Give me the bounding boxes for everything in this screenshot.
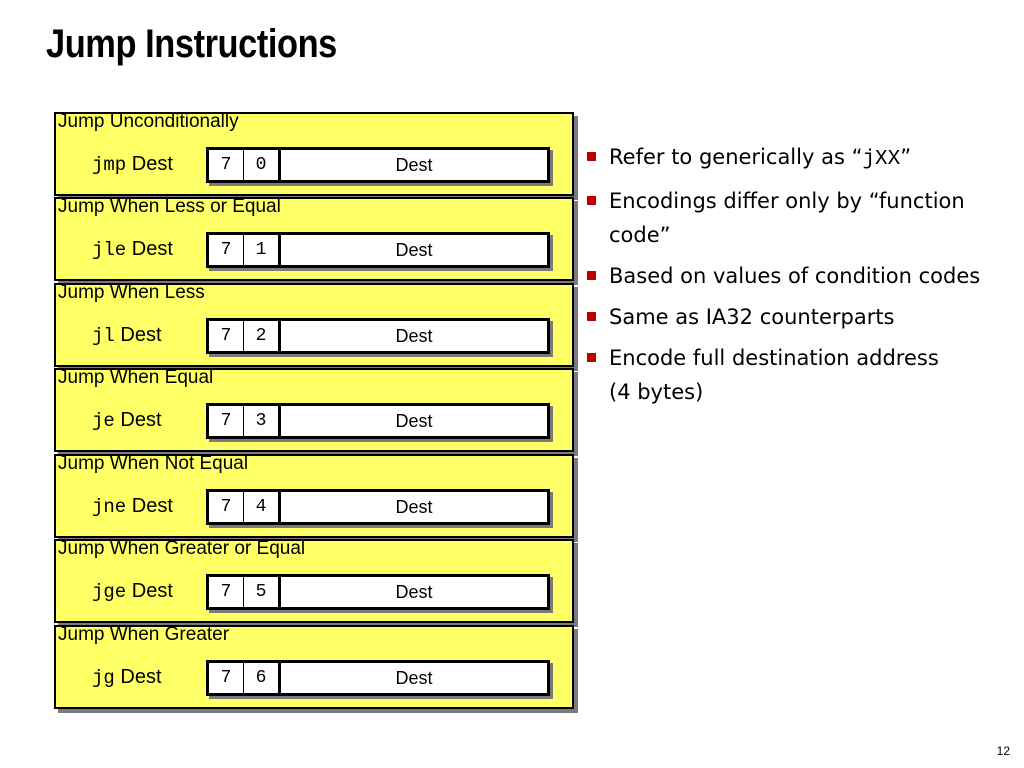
instruction-syntax: je Dest	[92, 408, 162, 433]
page-title: Jump Instructions	[46, 22, 337, 66]
mnemonic: jmp	[92, 154, 127, 176]
bullet-text: Refer to generically as “	[609, 145, 863, 169]
dest-field: Dest	[395, 668, 433, 688]
mnemonic: jne	[92, 496, 127, 518]
dest-field: Dest	[395, 155, 433, 175]
instruction-syntax: jle Dest	[92, 237, 173, 262]
operand: Dest	[120, 409, 162, 431]
ifun-cell: 5	[244, 577, 281, 607]
operand: Dest	[131, 238, 173, 260]
instruction-syntax: jne Dest	[92, 494, 173, 519]
bullet-item: Same as IA32 counterparts	[585, 300, 1020, 334]
mnemonic: je	[92, 410, 115, 432]
operand: Dest	[131, 153, 173, 175]
icode-cell: 7	[209, 492, 244, 522]
icode-cell: 7	[209, 235, 244, 265]
instruction-heading: Jump When Less or Equal	[58, 196, 281, 217]
page-number: 12	[996, 744, 1010, 758]
bullet-item: Refer to generically as “jXX”	[585, 140, 1020, 177]
dest-field: Dest	[395, 411, 433, 431]
instruction-syntax: jge Dest	[92, 579, 173, 604]
ifun-cell: 4	[244, 492, 281, 522]
instruction-heading: Jump Unconditionally	[58, 111, 239, 132]
dest-field: Dest	[395, 582, 433, 602]
icode-cell: 7	[209, 577, 244, 607]
instruction-heading: Jump When Less	[58, 282, 205, 303]
ifun-cell: 0	[244, 150, 281, 180]
bullet-text: Encode full destination address	[609, 346, 939, 370]
instruction-heading: Jump When Not Equal	[58, 453, 249, 474]
operand: Dest	[131, 580, 173, 602]
bullet-continuation: (4 bytes)	[609, 380, 704, 404]
bullet-square-icon	[587, 152, 596, 161]
bullet-item: Encodings differ only by “function code”	[585, 184, 1020, 252]
icode-cell: 7	[209, 663, 244, 693]
bullet-text: ”	[900, 145, 912, 169]
mnemonic: jle	[92, 239, 127, 261]
bullet-square-icon	[587, 312, 596, 321]
instruction-heading: Jump When Greater or Equal	[58, 538, 306, 559]
dest-field: Dest	[395, 240, 433, 260]
dest-field: Dest	[395, 497, 433, 517]
operand: Dest	[120, 666, 162, 688]
bullet-text: Encodings differ only by “function	[609, 189, 965, 213]
bullet-list: Refer to generically as “jXX” Encodings …	[585, 140, 1020, 409]
bullet-square-icon	[587, 271, 596, 280]
mnemonic: jge	[92, 581, 127, 603]
icode-cell: 7	[209, 150, 244, 180]
operand: Dest	[120, 324, 162, 346]
bullet-square-icon	[587, 353, 596, 362]
instruction-syntax: jmp Dest	[92, 152, 173, 177]
instruction-syntax: jg Dest	[92, 665, 162, 690]
instruction-heading: Jump When Equal	[58, 367, 214, 388]
bullet-square-icon	[587, 196, 596, 205]
operand: Dest	[131, 495, 173, 517]
bullet-text: Based on values of condition codes	[609, 264, 981, 288]
ifun-cell: 3	[244, 406, 281, 436]
bullet-code: jXX	[862, 148, 901, 171]
dest-field: Dest	[395, 326, 433, 346]
instruction-heading: Jump When Greater	[58, 624, 230, 645]
mnemonic: jl	[92, 325, 115, 347]
bullet-item: Encode full destination address	[585, 341, 1020, 375]
bullet-item: Based on values of condition codes	[585, 259, 1020, 293]
bullet-text: Same as IA32 counterparts	[609, 305, 895, 329]
ifun-cell: 6	[244, 663, 281, 693]
instruction-syntax: jl Dest	[92, 323, 162, 348]
mnemonic: jg	[92, 667, 115, 689]
icode-cell: 7	[209, 321, 244, 351]
ifun-cell: 2	[244, 321, 281, 351]
icode-cell: 7	[209, 406, 244, 436]
bullet-text: code”	[609, 223, 671, 247]
ifun-cell: 1	[244, 235, 281, 265]
